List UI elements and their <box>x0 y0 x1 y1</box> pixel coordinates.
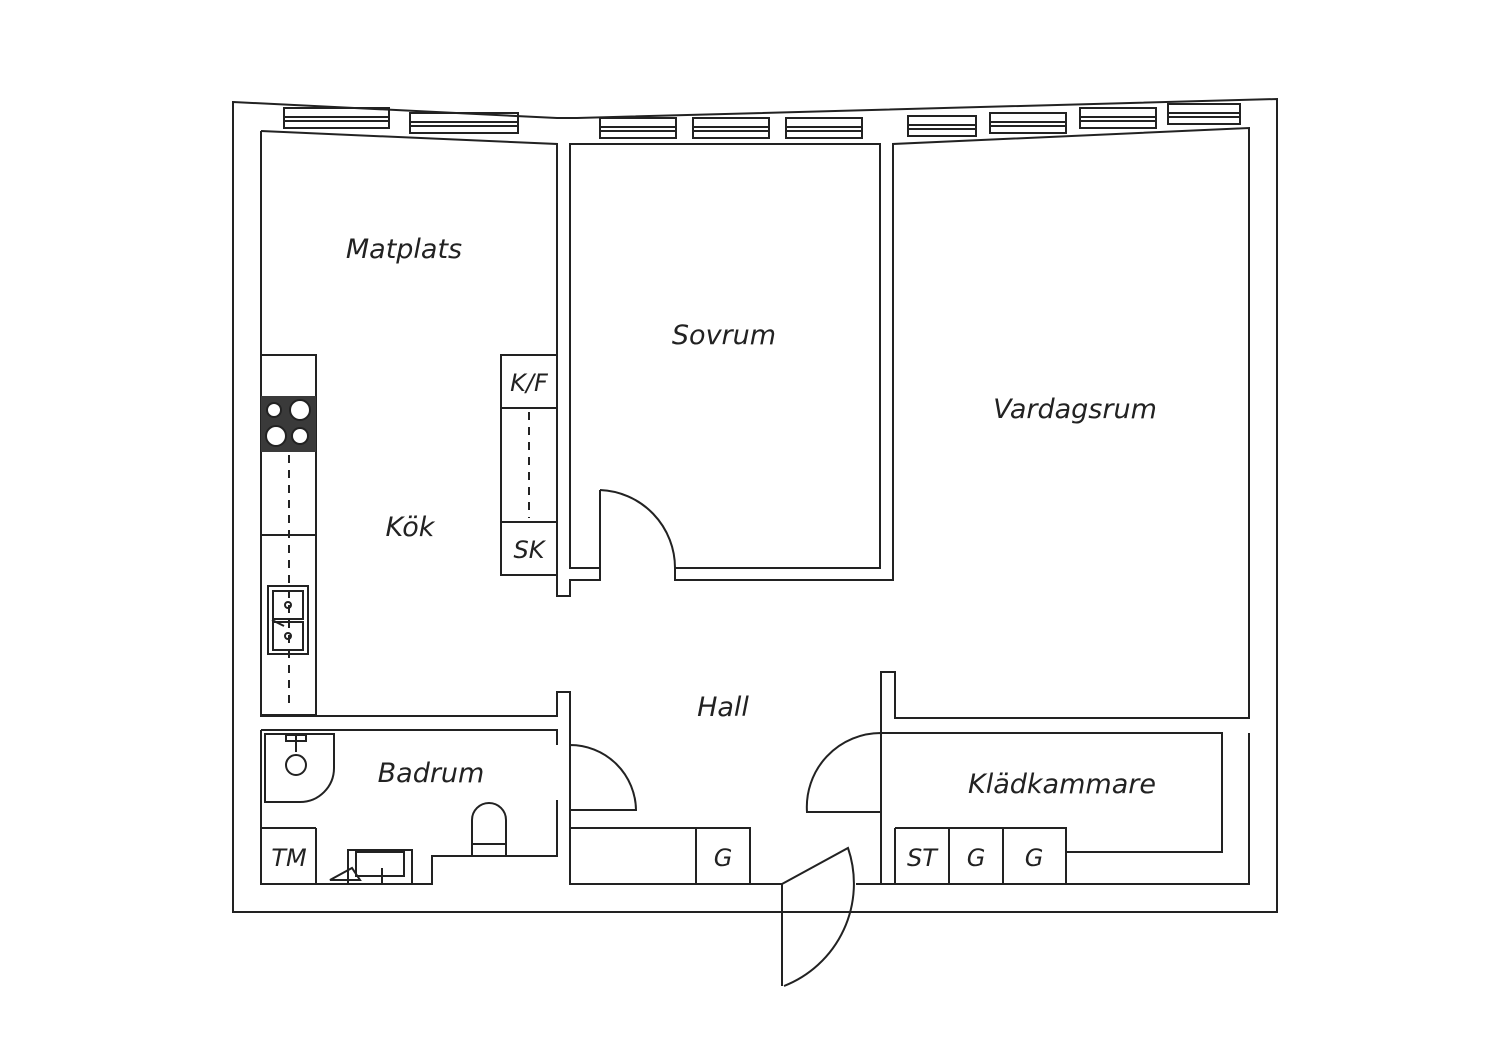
door-entry <box>781 846 855 987</box>
fixture-label-st: ST <box>907 844 939 872</box>
closet-cabinets <box>894 827 1067 884</box>
door-badrum <box>569 744 638 811</box>
bathroom-wall <box>260 729 558 885</box>
fixture-label-kf: K/F <box>510 369 549 397</box>
window <box>283 107 390 129</box>
window <box>1079 107 1157 129</box>
window <box>989 112 1067 134</box>
room-label-kladkammare: Klädkammare <box>968 769 1156 800</box>
room-label-matplats: Matplats <box>346 234 462 265</box>
window <box>1167 103 1241 125</box>
door-sovrum <box>599 489 676 569</box>
washbasin <box>329 849 413 885</box>
door-kladkammare <box>805 731 882 813</box>
fixture-label-g-hall: G <box>714 844 733 872</box>
window <box>692 117 770 139</box>
outer-wall <box>232 97 1278 913</box>
hob-icon <box>261 396 316 452</box>
shower <box>264 733 335 803</box>
room-label-sovrum: Sovrum <box>672 320 776 351</box>
windows <box>283 103 1241 139</box>
window <box>785 117 863 139</box>
window <box>907 115 977 137</box>
kitchen-sink <box>267 585 309 655</box>
room-label-kok: Kök <box>386 512 436 543</box>
room-label-badrum: Badrum <box>378 758 485 789</box>
fixture-label-tm: TM <box>271 844 307 872</box>
window <box>599 117 677 139</box>
kitchen-wall <box>260 126 1250 853</box>
fixture-label-g-closet-1: G <box>967 844 986 872</box>
fixture-label-g-closet-2: G <box>1025 844 1044 872</box>
room-label-vardagsrum: Vardagsrum <box>993 394 1157 425</box>
room-label-hall: Hall <box>697 692 749 723</box>
fixture-label-sk: SK <box>514 536 547 564</box>
window <box>409 112 519 134</box>
toilet <box>471 802 507 856</box>
wardrobe-kf-sk <box>500 354 558 576</box>
